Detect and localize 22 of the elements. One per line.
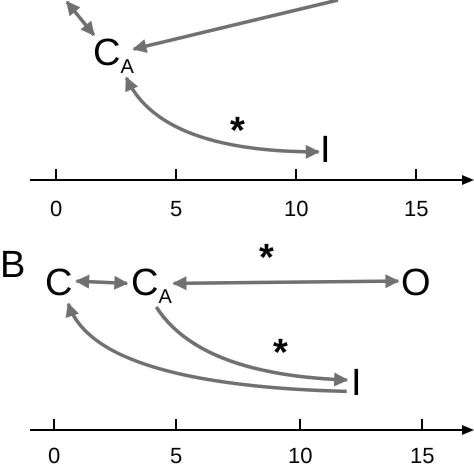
- arrow: [75, 274, 128, 290]
- arrow: [172, 274, 400, 290]
- tick-label: 10: [288, 445, 312, 467]
- tick-label: 0: [48, 445, 60, 467]
- tick-label: 10: [284, 198, 308, 220]
- state-label: I: [351, 364, 362, 402]
- panel-label: B: [0, 246, 26, 284]
- state-label: C: [45, 264, 72, 302]
- state-label: O: [401, 264, 431, 302]
- tick-label: 15: [404, 198, 428, 220]
- arrow: [66, 302, 347, 394]
- state-label: C$_{A}$: [93, 34, 134, 77]
- state-label: I: [320, 131, 331, 169]
- arrow: [124, 76, 320, 159]
- tick-label: 0: [50, 198, 62, 220]
- tick-label: 5: [170, 198, 182, 220]
- arrow: [66, 0, 96, 36]
- tick-label: 15: [410, 445, 434, 467]
- state-label: C$_{A}$: [131, 264, 172, 307]
- arrow: [132, 0, 338, 53]
- tick-label: 5: [170, 445, 182, 467]
- arrow: [154, 306, 348, 386]
